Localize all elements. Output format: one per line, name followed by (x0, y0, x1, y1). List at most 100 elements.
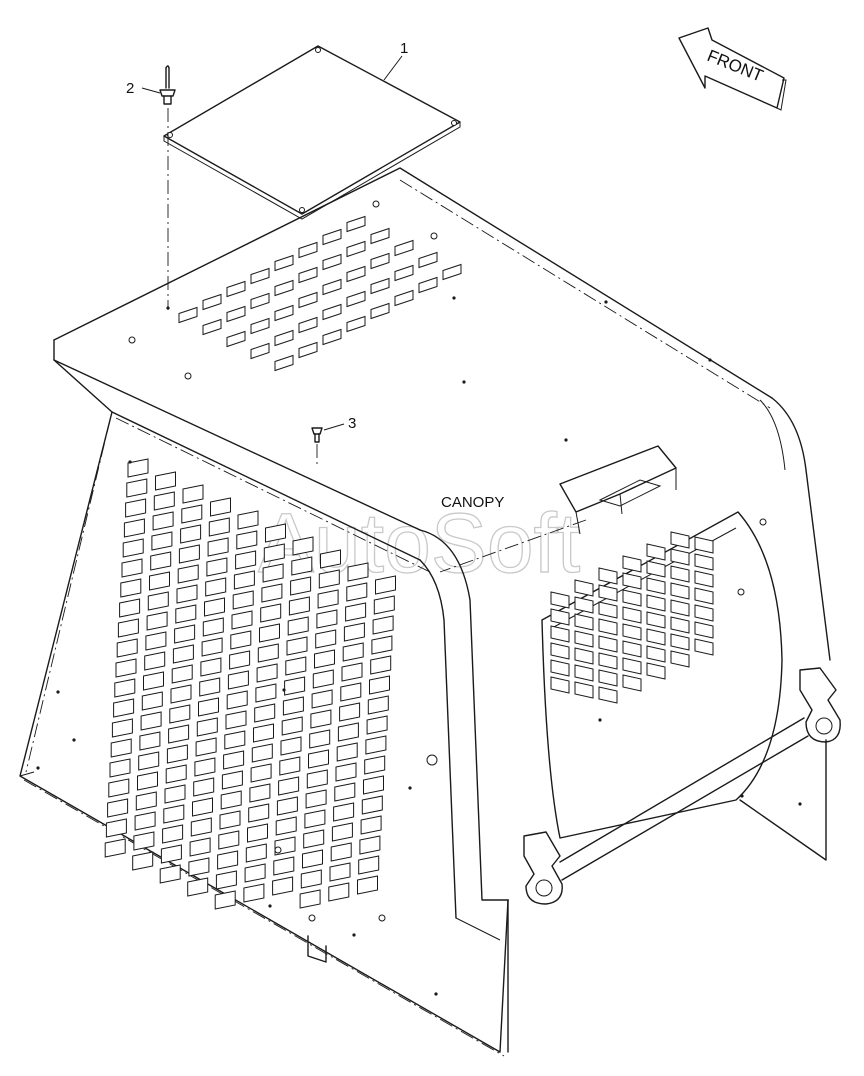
grille-slot (218, 830, 240, 850)
grille-slot (574, 630, 594, 648)
grille-slot (670, 599, 690, 617)
grille-slot (125, 498, 147, 518)
grille-slot (155, 471, 176, 491)
canopy-part-label: CANOPY (441, 494, 504, 511)
grille-slot (220, 790, 242, 810)
grille-slot (298, 266, 318, 284)
grille-slot (646, 645, 666, 663)
grille-slot (670, 582, 690, 600)
grille-slot (622, 640, 642, 658)
grille-slot (260, 603, 282, 623)
grille-slot (550, 591, 570, 609)
grille-slot (276, 796, 298, 816)
grille-slot (202, 617, 224, 637)
mounting-hole (372, 200, 380, 208)
grille-slot (111, 718, 133, 738)
grille-slot (104, 838, 126, 858)
grille-slot (292, 536, 314, 556)
grille-slot (210, 497, 231, 517)
grille-slot (300, 869, 322, 889)
grille-slot (110, 738, 132, 758)
grille-slot (342, 642, 364, 662)
rear-window-grille (550, 531, 714, 704)
grille-slot (322, 228, 342, 246)
grille-slot (694, 638, 714, 656)
grille-slot (160, 844, 182, 864)
grille-slot (126, 478, 148, 498)
grille-slot (694, 604, 714, 622)
grille-slot (226, 330, 246, 348)
grille-slot (284, 676, 306, 696)
grille-slot (346, 265, 366, 283)
grille-slot (251, 743, 273, 763)
grille-slot (290, 576, 312, 596)
grille-slot (305, 789, 327, 809)
grille-slot (224, 730, 246, 750)
grille-slot (169, 704, 191, 724)
grille-slot (274, 254, 294, 272)
front-panel-grille (104, 458, 396, 910)
grille-slot (346, 215, 366, 233)
grille-slot (149, 571, 170, 591)
grille-slot (274, 354, 294, 372)
grille-slot (622, 572, 642, 590)
grille-slot (147, 591, 169, 611)
grille-slot (550, 676, 570, 694)
grille-slot (288, 596, 310, 616)
grille-slot (232, 590, 254, 610)
grille-slot (646, 577, 666, 595)
grille-slot (176, 584, 198, 604)
grille-slot (109, 758, 131, 778)
grille-slot (151, 531, 173, 551)
grille-slot (670, 548, 690, 566)
grille-slot (670, 565, 690, 583)
grille-slot (273, 856, 295, 876)
mounting-hole (759, 518, 767, 526)
grille-slot (123, 518, 145, 538)
grille-slot (137, 771, 158, 791)
grille-slot (187, 877, 209, 897)
grille-slot (574, 596, 594, 614)
grille-slot (227, 670, 249, 690)
rivet-dot (166, 306, 170, 310)
grille-slot (226, 690, 248, 710)
grille-slot (310, 709, 332, 729)
rivet-dot (128, 460, 132, 464)
grille-slot (316, 609, 338, 629)
grille-slot (133, 831, 155, 851)
grille-slot (233, 570, 255, 590)
rivet-dot (36, 766, 40, 770)
grille-slot (231, 610, 253, 630)
grille-slot (229, 650, 251, 670)
grille-slot (394, 264, 414, 282)
grille-slot (343, 622, 365, 642)
grille-slot (180, 524, 202, 544)
grille-slot (361, 795, 383, 815)
grille-slot (298, 241, 318, 259)
grille-slot (375, 575, 396, 595)
grille-slot (322, 253, 342, 271)
grille-slot (217, 850, 239, 870)
grille-slot (550, 659, 570, 677)
rivet-dot (708, 358, 712, 362)
grille-slot (670, 650, 690, 668)
grille-slot (165, 764, 187, 784)
grille-slot (287, 616, 309, 636)
grille-slot (646, 662, 666, 680)
mounting-hole (128, 336, 136, 344)
grille-slot (574, 664, 594, 682)
grille-slot (225, 710, 247, 730)
grille-slot (162, 824, 184, 844)
grille-slot (622, 657, 642, 675)
grille-slot (275, 816, 297, 836)
grille-slot (550, 608, 570, 626)
grille-slot (598, 652, 618, 670)
grille-slot (322, 328, 342, 346)
grille-slot (598, 618, 618, 636)
grille-slot (108, 778, 130, 798)
grille-slot (285, 656, 307, 676)
grille-slot (598, 669, 618, 687)
grille-slot (333, 802, 355, 822)
grille-slot (204, 597, 225, 617)
